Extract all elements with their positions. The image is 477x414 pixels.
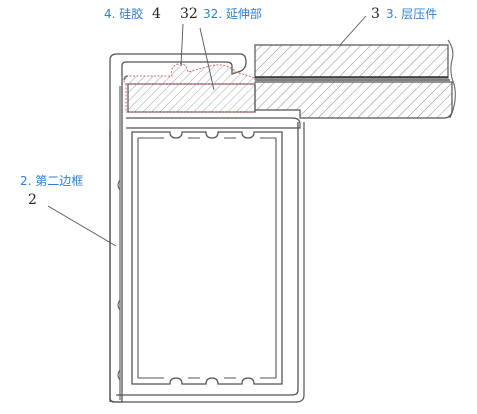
label-silicone-num: 4: [152, 6, 161, 22]
label-silicone: 4. 硅胶: [104, 6, 143, 21]
extension-part: [127, 83, 256, 113]
label-frame-num: 2: [28, 192, 37, 208]
silicone-part: [123, 63, 256, 113]
second-frame-part: [109, 53, 305, 403]
label-frame: 2. 第二边框: [20, 174, 83, 188]
leader-lines: [47, 15, 367, 247]
laminate-part: [254, 39, 456, 119]
label-pressing: 3. 层压件: [386, 7, 437, 21]
label-extension-num: 32: [180, 6, 198, 22]
label-extension: 32. 延伸部: [203, 6, 262, 21]
label-pressing-num: 3: [371, 6, 380, 22]
